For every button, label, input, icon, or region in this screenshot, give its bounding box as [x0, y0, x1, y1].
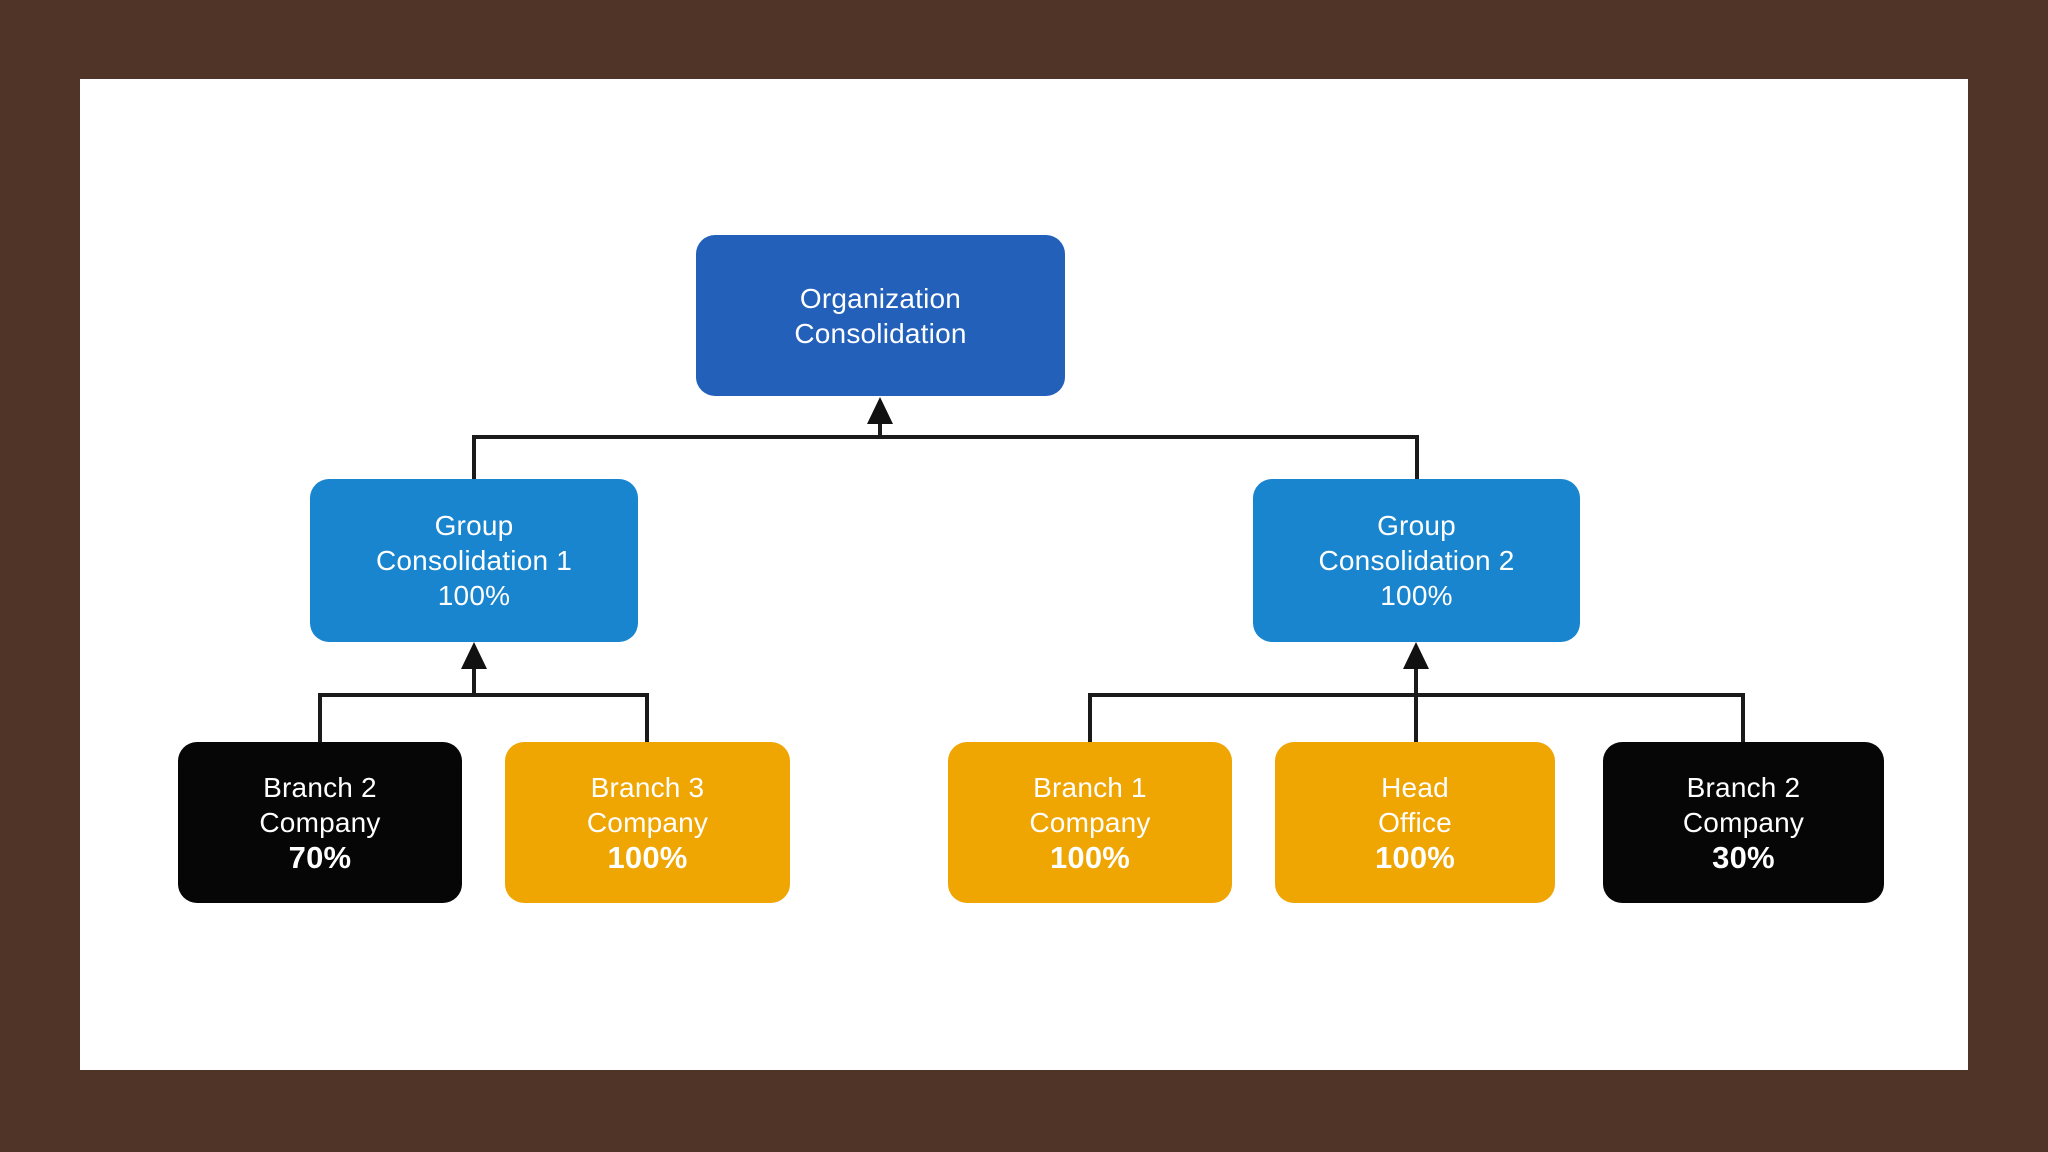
node-label-line: Consolidation 1 — [375, 545, 573, 576]
node-label-line: Branch 1 — [1033, 772, 1147, 803]
node-label-line: Group — [1377, 510, 1456, 541]
connector-root-to-groups — [472, 435, 1419, 479]
node-label-line: Head — [1381, 772, 1449, 803]
node-percent: 100% — [607, 840, 688, 875]
arrowhead-root — [867, 397, 893, 424]
node-label-line: Group — [434, 510, 514, 541]
node-group-consolidation-2: Group Consolidation 2 100% — [1253, 479, 1580, 642]
node-label-line: Company — [586, 807, 709, 838]
node-percent: 100% — [1380, 580, 1453, 611]
node-percent: 70% — [288, 840, 352, 875]
node-label-line: Office — [1378, 807, 1452, 838]
node-organization-consolidation: Organization Consolidation — [696, 235, 1065, 396]
node-percent: 100% — [437, 580, 511, 611]
node-label-line: Branch 2 — [1686, 772, 1801, 803]
node-group-consolidation-1: Group Consolidation 1 100% — [310, 479, 638, 642]
connector-group1-children — [318, 693, 649, 742]
node-label-line: Consolidation — [794, 317, 967, 349]
node-branch-3-company: Branch 3 Company 100% — [505, 742, 790, 903]
node-percent: 100% — [1374, 840, 1456, 875]
node-branch-2-company-30: Branch 2 Company 30% — [1603, 742, 1884, 903]
node-label-line: Organization — [799, 282, 962, 314]
node-label-line: Consolidation 2 — [1318, 545, 1515, 576]
diagram-canvas: Organization Consolidation Group Consoli… — [80, 79, 1968, 1070]
node-percent: 30% — [1712, 840, 1775, 875]
node-label-line: Branch 2 — [263, 772, 377, 803]
arrowhead-group2 — [1403, 642, 1429, 669]
node-percent: 100% — [1049, 840, 1131, 875]
node-branch-1-company: Branch 1 Company 100% — [948, 742, 1232, 903]
node-head-office: Head Office 100% — [1275, 742, 1555, 903]
node-label-line: Company — [1029, 807, 1151, 838]
node-branch-2-company-70: Branch 2 Company 70% — [178, 742, 462, 903]
connector-group2-children — [1088, 693, 1745, 742]
node-label-line: Branch 3 — [590, 772, 705, 803]
arrowhead-group1 — [461, 642, 487, 669]
node-label-line: Company — [259, 807, 381, 838]
node-label-line: Company — [1682, 807, 1805, 838]
